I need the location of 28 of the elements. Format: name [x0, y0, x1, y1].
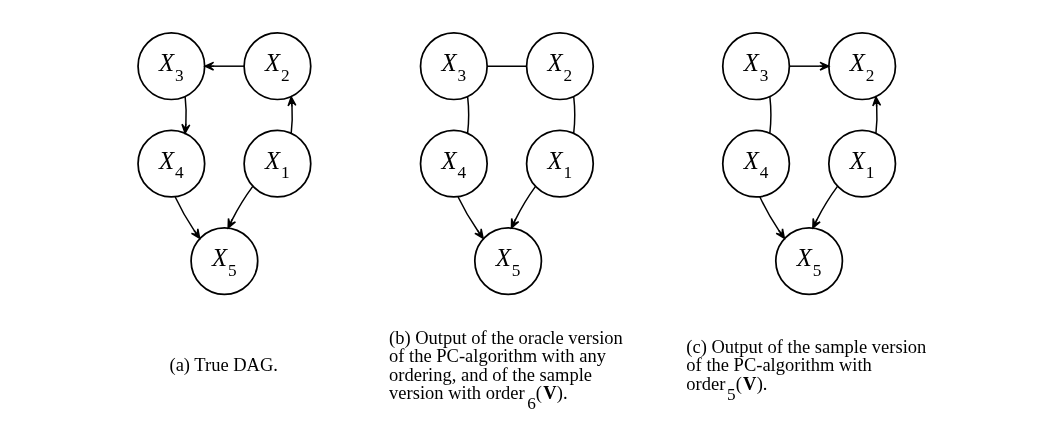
- arrow: [287, 96, 297, 134]
- node-circle: X$_{1}$: [827, 129, 897, 198]
- arrow: [812, 185, 839, 229]
- connector: [572, 96, 576, 134]
- arrow: [759, 196, 786, 239]
- arrow: [204, 61, 245, 71]
- node-circle: X$_{2}$: [525, 32, 595, 101]
- node-circle: X$_{3}$: [419, 32, 488, 101]
- node-circle: X$_{4}$: [419, 129, 488, 198]
- connector: [486, 65, 528, 67]
- node-circle: X$_{3}$: [721, 32, 791, 101]
- connector: [769, 96, 772, 134]
- connector: [466, 96, 470, 134]
- node-circle: X$_{4}$: [721, 129, 791, 198]
- arrow: [872, 96, 882, 134]
- arrow: [227, 185, 254, 229]
- arrow: [510, 185, 537, 229]
- arrow: [457, 196, 484, 239]
- node-circle: X$_{2}$: [827, 32, 897, 101]
- node-circle: X$_{4}$: [137, 129, 206, 198]
- node-circle: X$_{3}$: [137, 32, 206, 101]
- arrow: [181, 96, 191, 134]
- node-circle: X$_{1}$: [525, 129, 595, 198]
- arrow: [174, 196, 201, 239]
- node-circle: X$_{2}$: [243, 32, 312, 101]
- label: (a) True DAG.: [169, 355, 278, 376]
- node-circle: X$_{1}$: [243, 129, 312, 198]
- arrow: [788, 61, 830, 71]
